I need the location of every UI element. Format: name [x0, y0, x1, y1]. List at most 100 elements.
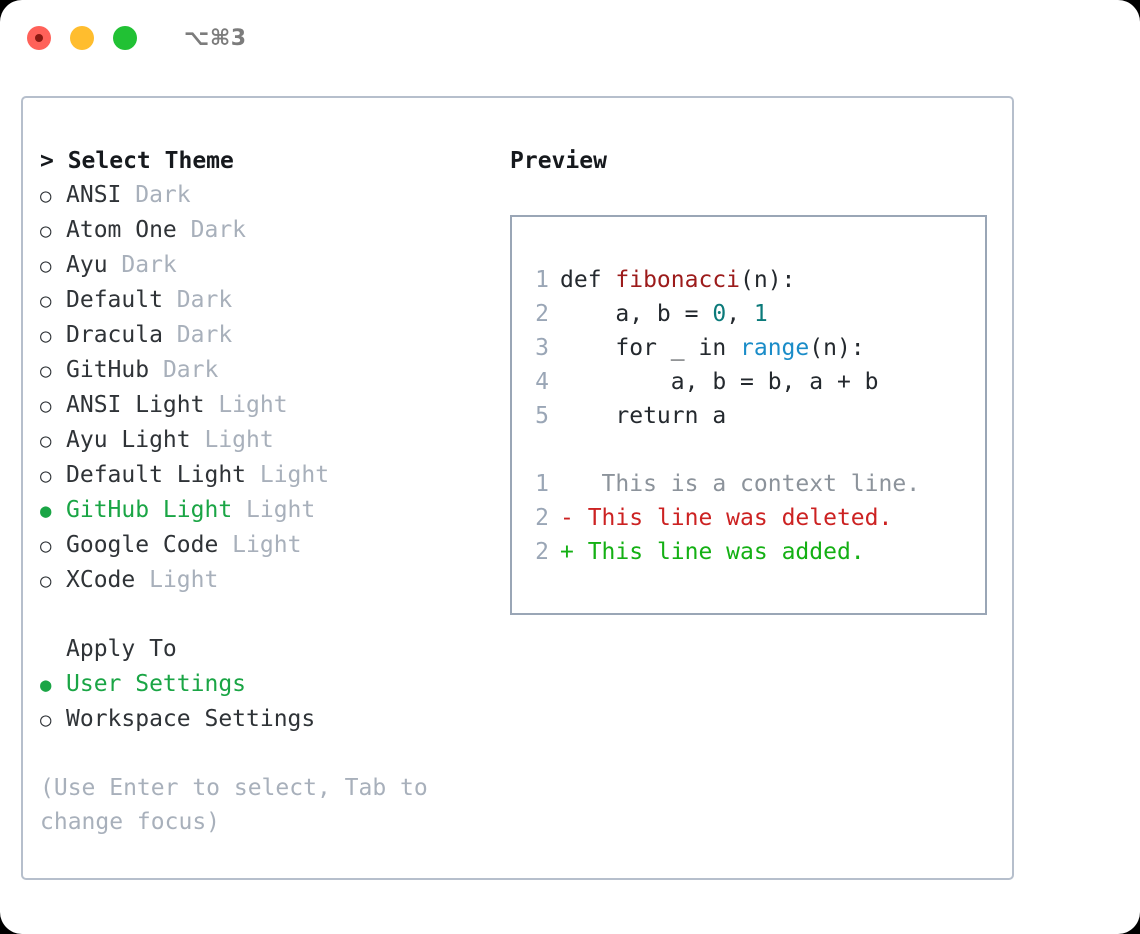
- diff-text: This line was added.: [573, 539, 865, 565]
- line-number: 2: [535, 505, 549, 531]
- theme-name: GitHub Light: [66, 497, 233, 523]
- traffic-lights: [27, 26, 137, 50]
- diff-marker: -: [560, 505, 574, 531]
- theme-list-item[interactable]: ○Atom One Dark: [40, 213, 488, 248]
- theme-variant-tag: Light: [204, 392, 288, 418]
- line-number: 2: [535, 301, 549, 327]
- keyboard-hint: (Use Enter to select, Tab to change focu…: [40, 775, 428, 835]
- theme-list-item[interactable]: ○ Ayu Light Light: [40, 423, 488, 458]
- theme-list-item[interactable]: ● GitHub Light Light: [40, 493, 488, 528]
- radio-selected-icon: ●: [40, 500, 52, 522]
- radio-unselected-icon: ○: [40, 709, 52, 731]
- apply-to-header: Apply To: [66, 636, 177, 662]
- main-panel: > Select Theme ○ANSI Dark○Atom One Dark○…: [21, 96, 1014, 880]
- apply-to-item[interactable]: ○ Workspace Settings: [40, 702, 488, 737]
- code-line: 4 a, b = b, a + b: [530, 365, 985, 399]
- radio-unselected-icon: ○: [40, 185, 52, 207]
- code-token: for _ in: [560, 335, 741, 361]
- diff-line: 1 This is a context line.: [530, 467, 985, 501]
- code-line: 5 return a: [530, 399, 985, 433]
- diff-text: This line was deleted.: [573, 505, 893, 531]
- theme-selector-column: > Select Theme ○ANSI Dark○Atom One Dark○…: [23, 98, 488, 878]
- theme-variant-tag: Light: [218, 532, 302, 558]
- diff-line: 2- This line was deleted.: [530, 501, 985, 535]
- line-number: 3: [535, 335, 549, 361]
- diff-marker: +: [560, 539, 574, 565]
- theme-name: GitHub: [66, 357, 150, 383]
- theme-variant-tag: Dark: [121, 182, 191, 208]
- code-token: fibonacci: [615, 267, 741, 293]
- line-number: 1: [535, 267, 549, 293]
- theme-list-item[interactable]: ○ Dracula Dark: [40, 318, 488, 353]
- theme-list-item[interactable]: ○ ANSI Dark: [40, 178, 488, 213]
- close-button[interactable]: [27, 26, 51, 50]
- code-token: a, b = b, a + b: [560, 369, 879, 395]
- code-token: return a: [560, 403, 727, 429]
- theme-name: ANSI: [66, 182, 122, 208]
- theme-list-item[interactable]: ○GitHub Dark: [40, 353, 488, 388]
- apply-to-list: ●User Settings ○ Workspace Settings: [40, 667, 488, 737]
- spacer-2: [40, 737, 488, 771]
- apply-to-item[interactable]: ●User Settings: [40, 667, 488, 702]
- diff-marker: [560, 467, 574, 501]
- radio-unselected-icon: ○: [40, 430, 52, 452]
- radio-selected-icon: ●: [40, 674, 52, 696]
- radio-unselected-icon: ○: [40, 465, 52, 487]
- theme-list-item[interactable]: ○ Google Code Light: [40, 528, 488, 563]
- diff-text: This is a context line.: [573, 471, 921, 497]
- line-number: 5: [535, 403, 549, 429]
- diff-sample: 1 This is a context line.2- This line wa…: [530, 467, 985, 569]
- theme-name: Dracula: [66, 322, 163, 348]
- keyboard-shortcut-label: ⌥⌘3: [184, 25, 247, 51]
- close-icon: [35, 34, 43, 42]
- radio-unselected-icon: ○: [40, 255, 52, 277]
- theme-list-item[interactable]: ○Default Light Light: [40, 458, 488, 493]
- theme-variant-tag: Light: [232, 497, 316, 523]
- select-theme-header: > Select Theme: [40, 148, 234, 174]
- theme-list-item[interactable]: ○XCode Light: [40, 563, 488, 598]
- line-number: 2: [535, 539, 549, 565]
- code-token: range: [740, 335, 810, 361]
- theme-variant-tag: Light: [190, 427, 274, 453]
- theme-variant-tag: Dark: [176, 217, 247, 243]
- theme-name: Ayu Light: [66, 427, 191, 453]
- radio-unselected-icon: ○: [40, 290, 52, 312]
- spacer-3: [530, 433, 985, 467]
- theme-name: Ayu: [66, 252, 108, 278]
- code-token: a, b =: [560, 301, 713, 327]
- maximize-button[interactable]: [113, 26, 137, 50]
- code-token: (n):: [809, 335, 865, 361]
- radio-unselected-icon: ○: [40, 535, 52, 557]
- theme-list-item[interactable]: ○ Default Dark: [40, 283, 488, 318]
- radio-unselected-icon: ○: [40, 395, 52, 417]
- theme-list-item[interactable]: ○ Ayu Dark: [40, 248, 488, 283]
- code-token: ,: [726, 301, 754, 327]
- radio-unselected-icon: ○: [40, 360, 52, 382]
- theme-variant-tag: Dark: [162, 287, 233, 313]
- code-line: 3 for _ in range(n):: [530, 331, 985, 365]
- line-number: 1: [535, 471, 549, 497]
- minimize-button[interactable]: [70, 26, 94, 50]
- blank-bullet-icon: ○: [40, 633, 66, 667]
- code-token: 1: [753, 301, 768, 327]
- theme-variant-tag: Dark: [107, 252, 177, 278]
- theme-name: Google Code: [66, 532, 219, 558]
- line-number: 4: [535, 369, 549, 395]
- theme-name: Default: [66, 287, 163, 313]
- theme-variant-tag: Dark: [162, 322, 233, 348]
- theme-list: ○ANSI Dark○Atom One Dark○Ayu Dark○Defaul…: [40, 178, 488, 598]
- radio-unselected-icon: ○: [40, 325, 52, 347]
- theme-list-item[interactable]: ○ANSI Light Light: [40, 388, 488, 423]
- code-line: 2 a, b = 0, 1: [530, 297, 985, 331]
- apply-to-header-row: ○ Apply To: [40, 632, 488, 667]
- apply-to-label: Workspace Settings: [66, 706, 316, 732]
- theme-variant-tag: Light: [135, 567, 219, 593]
- radio-unselected-icon: ○: [40, 570, 52, 592]
- preview-title: Preview: [510, 148, 607, 174]
- theme-name: Atom One: [66, 217, 177, 243]
- theme-name: Default Light: [66, 462, 247, 488]
